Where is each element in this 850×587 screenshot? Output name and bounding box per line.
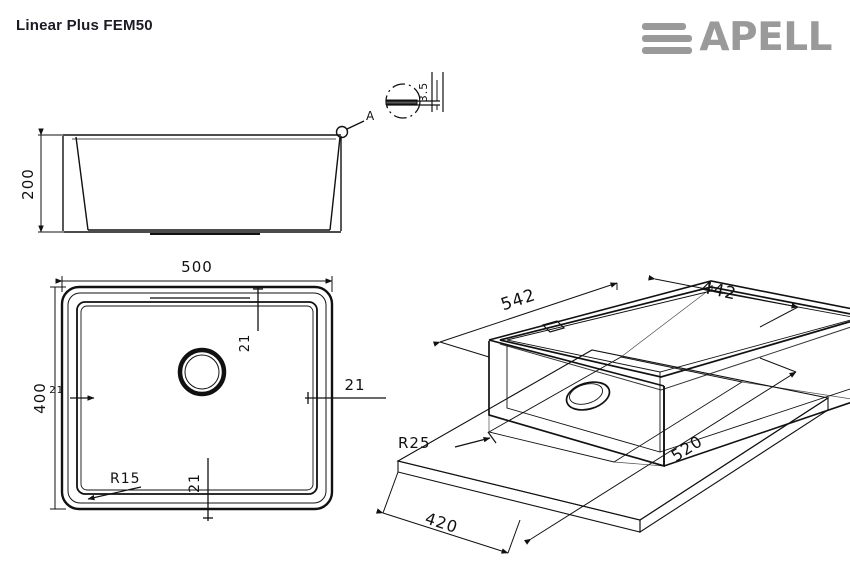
detail-a-view [385,72,444,119]
dimension-400 [50,286,66,510]
dimension-442-label: 442 [700,278,739,305]
drain-hole-inner [184,354,220,390]
dimension-542 [432,282,618,358]
dimension-r15-leader [87,486,142,501]
plan-rim-inner [67,292,327,504]
plan-basin-inner [80,305,314,491]
dimension-21-right [305,392,386,404]
front-elevation-view [62,134,342,235]
countertop-top-face [396,349,830,521]
iso-drain-hole [565,381,611,411]
drain-hole [177,347,227,397]
dimension-520-label: 520 [668,431,706,465]
dimension-200-label: 200 [19,168,37,200]
dimension-21-left-label: 21 [49,385,64,396]
dimension-r25-label: R25 [398,434,431,452]
dimension-200 [38,128,70,233]
dimension-r25-leader [454,431,497,448]
dimension-500 [55,276,333,292]
detail-a-marker [335,120,365,139]
dimension-420 [375,471,521,554]
basin-opening [499,286,850,378]
iso-construction-lines [488,289,850,467]
dimension-442 [648,275,799,328]
dimension-400-label: 400 [31,382,49,414]
page-title: Linear Plus FEM50 [16,17,153,34]
dimension-500-label: 500 [181,258,213,276]
dimension-r15-label: R15 [110,471,141,487]
dimension-420-label: 420 [423,509,461,537]
dimension-21-top [253,287,263,331]
dimension-35-label: 3.5 [417,82,430,103]
dimension-21-bottom-label: 21 [187,473,203,493]
plan-basin-opening [76,301,318,495]
dimension-21-top-label: 21 [238,334,253,353]
logo-wordmark: APELL [699,14,832,60]
iso-countertop [396,349,830,534]
dimension-520 [524,357,797,545]
detail-a-marker-label: A [366,109,375,123]
three-bars-icon [642,21,693,54]
drain-hole-outer [177,347,227,397]
apell-logo: APELL [642,16,832,58]
dimension-21-right-label: 21 [344,376,365,394]
dimension-21-bottom [203,458,213,521]
